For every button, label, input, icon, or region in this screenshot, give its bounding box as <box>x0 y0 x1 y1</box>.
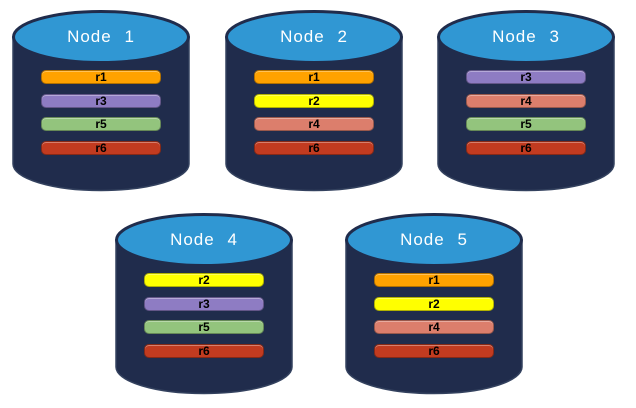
replica-label: r6 <box>428 343 440 358</box>
replica-label: r4 <box>308 117 320 131</box>
replica-bar: r6 <box>41 140 161 155</box>
replica-bar: r6 <box>144 343 264 358</box>
node-title: Node 4 <box>170 230 238 249</box>
replica-list: r2 r3 r5 r6 <box>144 273 264 367</box>
cylinder-top <box>12 10 190 64</box>
replica-bar: r6 <box>254 140 374 155</box>
replica-label: r1 <box>428 273 440 287</box>
replica-label: r5 <box>95 117 107 131</box>
replica-bar: r4 <box>254 117 374 131</box>
replica-bar: r4 <box>466 93 586 108</box>
replica-label: r6 <box>308 140 320 155</box>
replica-label: r3 <box>95 93 107 108</box>
replica-bar: r1 <box>41 70 161 84</box>
replica-bar: r3 <box>466 70 586 84</box>
replica-list: r3 r4 r5 r6 <box>466 70 586 164</box>
node-3: Node 3 r3 r4 r5 r6 <box>437 10 615 192</box>
replica-label: r1 <box>308 70 320 84</box>
replica-label: r5 <box>520 117 532 131</box>
node-2: Node 2 r1 r2 r4 r6 <box>225 10 403 192</box>
cylinder-top <box>225 10 403 64</box>
node-title: Node 3 <box>492 27 560 46</box>
replica-label: r4 <box>428 320 440 334</box>
replica-bar: r1 <box>254 70 374 84</box>
node-4: Node 4 r2 r3 r5 r6 <box>115 213 293 395</box>
node-title: Node 1 <box>67 27 135 46</box>
replica-list: r1 r2 r4 r6 <box>254 70 374 164</box>
replica-bar: r1 <box>374 273 494 287</box>
replica-label: r4 <box>520 93 532 108</box>
replica-label: r6 <box>520 140 532 155</box>
node-1: Node 1 r1 r3 r5 r6 <box>12 10 190 192</box>
replica-label: r2 <box>428 296 440 311</box>
replica-label: r6 <box>198 343 210 358</box>
replica-label: r2 <box>308 93 320 108</box>
replica-bar: r5 <box>144 320 264 334</box>
replica-list: r1 r2 r4 r6 <box>374 273 494 367</box>
replica-bar: r3 <box>144 296 264 311</box>
replica-bar: r5 <box>41 117 161 131</box>
replica-bar: r3 <box>41 93 161 108</box>
replica-label: r2 <box>198 273 210 287</box>
replica-bar: r4 <box>374 320 494 334</box>
replica-label: r5 <box>198 320 210 334</box>
cylinder-top <box>345 213 523 267</box>
replica-label: r3 <box>198 296 210 311</box>
node-title: Node 5 <box>400 230 468 249</box>
replica-bar: r6 <box>374 343 494 358</box>
replica-label: r1 <box>95 70 107 84</box>
node-title: Node 2 <box>280 27 348 46</box>
replica-bar: r5 <box>466 117 586 131</box>
replica-bar: r2 <box>144 273 264 287</box>
replica-label: r3 <box>520 70 532 84</box>
replica-list: r1 r3 r5 r6 <box>41 70 161 164</box>
replica-bar: r2 <box>374 296 494 311</box>
node-5: Node 5 r1 r2 r4 r6 <box>345 213 523 395</box>
replica-bar: r6 <box>466 140 586 155</box>
replica-bar: r2 <box>254 93 374 108</box>
replica-label: r6 <box>95 140 107 155</box>
cylinder-top <box>115 213 293 267</box>
cylinder-top <box>437 10 615 64</box>
